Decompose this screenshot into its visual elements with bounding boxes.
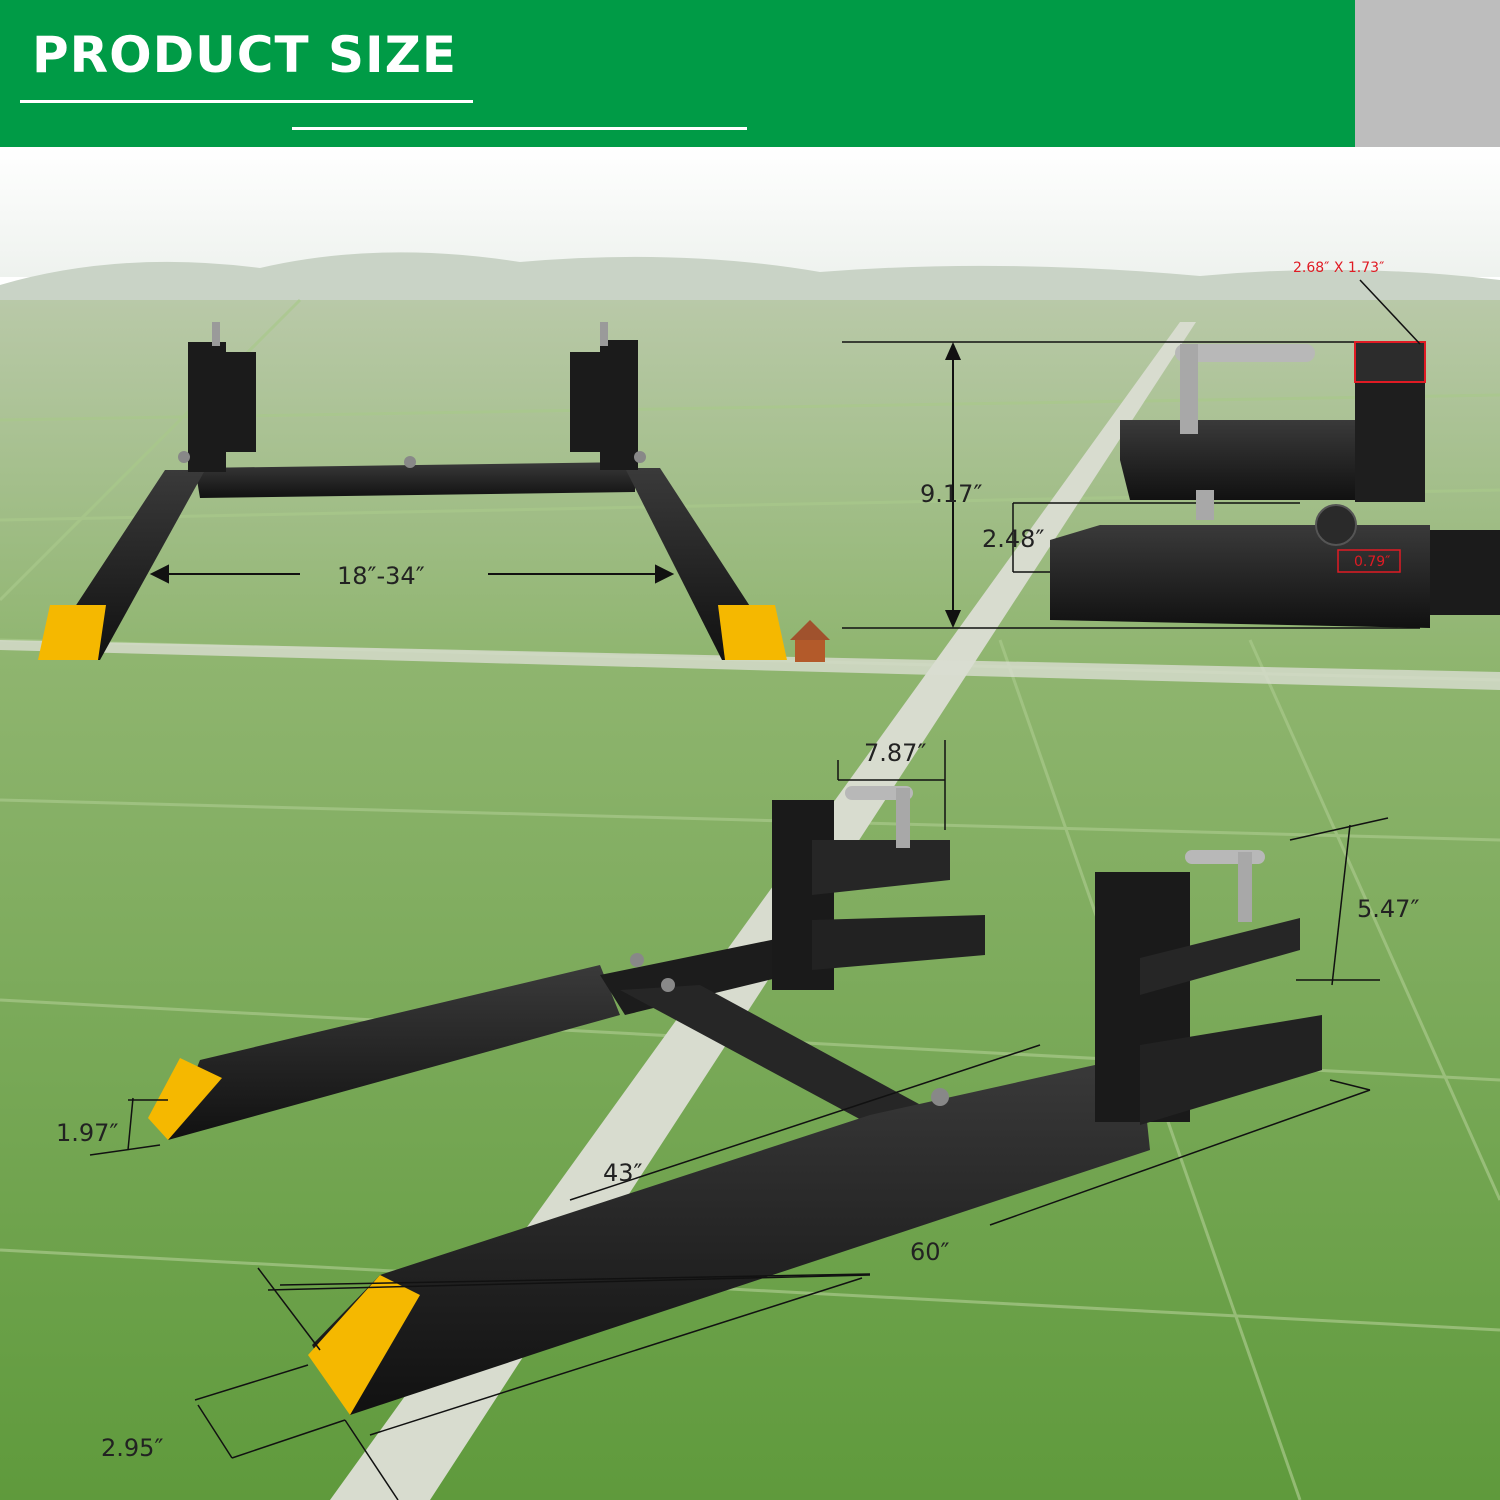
spread-dimension-label: 18″-34″ bbox=[337, 562, 425, 590]
pavilion-icon bbox=[790, 620, 830, 662]
clamp-depth-label: 7.87″ bbox=[864, 739, 927, 767]
spread-dimension-arrows bbox=[149, 564, 675, 584]
header-banner: PRODUCT SIZE bbox=[0, 0, 1355, 147]
product-scene: 18″-34″ 2.68″ X 1.73″ 9.17″ 2.48″ 0.79″ … bbox=[0, 147, 1500, 1500]
fork-assembly-perspective bbox=[148, 786, 1322, 1415]
field-and-product-illustration bbox=[0, 147, 1500, 1500]
sky bbox=[0, 147, 1500, 277]
cross-road bbox=[0, 640, 1500, 690]
page-title: PRODUCT SIZE bbox=[32, 26, 457, 84]
assembly-dimension-lines bbox=[89, 740, 1389, 1500]
lip-label: 0.79″ bbox=[1354, 554, 1391, 570]
fork-frame-top-view bbox=[38, 322, 787, 660]
title-underline-offset bbox=[292, 127, 747, 130]
tine-length-label: 60″ bbox=[910, 1238, 950, 1266]
tine-tip-yellow bbox=[38, 605, 106, 660]
clamp-height-small-label: 5.47″ bbox=[1357, 895, 1420, 923]
title-underline bbox=[20, 100, 473, 103]
tube-size-label: 2.68″ X 1.73″ bbox=[1293, 260, 1385, 276]
country-road bbox=[330, 322, 1196, 1500]
tine-tip-yellow bbox=[718, 605, 787, 660]
clamp-detail-view bbox=[842, 279, 1500, 629]
field-plot-lines bbox=[0, 298, 1500, 1500]
tine-width-label: 2.95″ bbox=[101, 1434, 164, 1462]
crossbar-length-label: 43″ bbox=[603, 1159, 643, 1187]
clamp-height-label: 9.17″ bbox=[920, 480, 983, 508]
header-gray-block bbox=[1355, 0, 1500, 147]
tine-tip-yellow bbox=[148, 1058, 222, 1140]
tine-tip-label: 1.97″ bbox=[56, 1119, 119, 1147]
clamp-gap-label: 2.48″ bbox=[982, 525, 1045, 553]
tine-tip-yellow bbox=[308, 1275, 420, 1415]
